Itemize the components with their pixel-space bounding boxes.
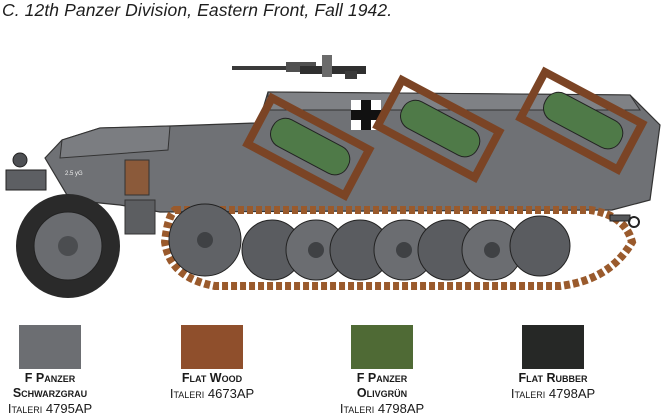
swatch-name: F Panzer (24, 371, 76, 385)
swatch-name: Flat Wood (181, 371, 243, 385)
halftrack-profile-illustration: 2.5 yG (5, 55, 661, 298)
track (160, 206, 637, 290)
swatch-code: Italeri 4798AP (339, 401, 425, 416)
swatch-name: F Panzer (356, 371, 408, 385)
swatch-name-line2: Schwarzgrau (12, 386, 88, 400)
hull: 2.5 yG (5, 91, 661, 235)
color-swatch-panzer-olivgruen (351, 325, 413, 369)
swatch-label-1: F Panzer Schwarzgrau Italeri 4795AP (0, 371, 130, 416)
color-swatch-flat-rubber (522, 325, 584, 369)
front-wheel (16, 194, 120, 298)
swatch-label-3: F Panzer Olivgrün Italeri 4798AP (302, 371, 462, 416)
swatch-label-4: Flat Rubber Italeri 4798AP (473, 371, 633, 401)
swatch-name: Flat Rubber (518, 371, 588, 385)
swatch-label-2: Flat Wood Italeri 4673AP (132, 371, 292, 401)
rocket-launcher-frames (242, 66, 648, 201)
tow-hook (609, 214, 640, 228)
swatch-code: Italeri 4795AP (7, 401, 93, 416)
machine-gun (232, 55, 366, 79)
swatch-code: Italeri 4673AP (169, 386, 255, 401)
color-swatch-flat-wood (181, 325, 243, 369)
road-wheels (168, 203, 571, 281)
color-swatch-panzer-schwarzgrau (19, 325, 81, 369)
swatch-name-line2: Olivgrün (356, 386, 408, 400)
swatch-code: Italeri 4798AP (510, 386, 596, 401)
profile-caption: C. 12th Panzer Division, Eastern Front, … (2, 0, 393, 20)
vehicle-plate: 2.5 yG (65, 171, 83, 177)
